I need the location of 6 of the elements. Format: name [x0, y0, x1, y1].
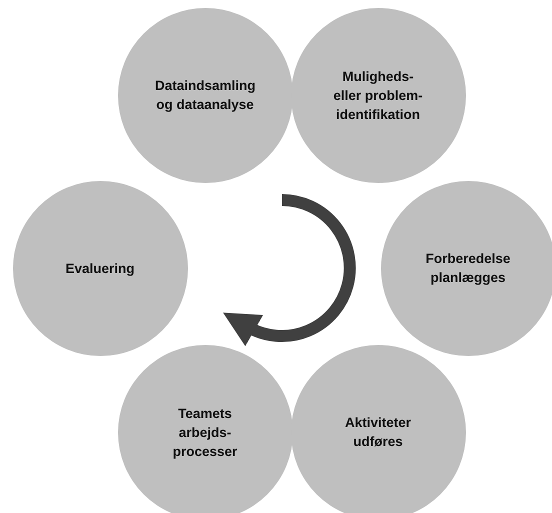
step-label: Evaluering	[65, 260, 135, 278]
step-label: Teamets arbejds- processer	[172, 404, 238, 460]
step-label: Aktiviteter udføres	[344, 414, 412, 451]
step-label: Dataindsamling og dataanalyse	[155, 77, 255, 114]
step-label: Muligheds- eller problem- identifikation	[332, 68, 424, 124]
step-label: Forberedelse planlægges	[424, 250, 512, 287]
